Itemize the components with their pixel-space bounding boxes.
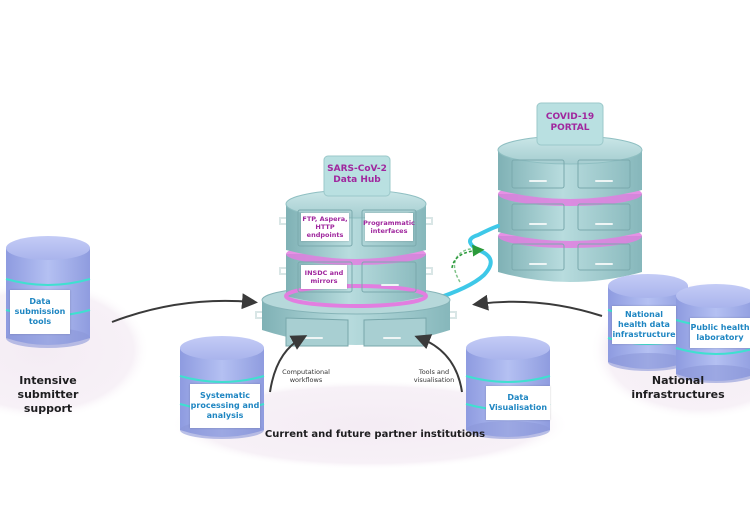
sync-arrow (453, 248, 479, 283)
partner-institutions-caption: Current and future partner institutions (264, 429, 486, 440)
workflows-arrow (269, 335, 308, 393)
portal-sign (536, 102, 604, 146)
sync-arrow-upper (451, 244, 485, 269)
intensive-submitter-caption: Intensive submitter support (17, 374, 79, 415)
computational-workflows-label: Computational workflows (282, 368, 330, 384)
national-infrastructures-caption: National infrastructures (631, 374, 725, 401)
hub-title: SARS-CoV-2 Data Hub (327, 164, 387, 185)
tools-visualisation-label: Tools and visualisation (413, 368, 455, 384)
drawer-ftp-endpoints[interactable]: FTP, Aspera,HTTP endpoints (301, 213, 349, 241)
hub-portal-cable (430, 224, 500, 302)
covid-portal-stack (497, 102, 643, 282)
portal-title: COVID-19 PORTAL (545, 112, 595, 133)
hub-sign (323, 155, 391, 197)
visualisation-arrow (414, 334, 463, 393)
national-to-hub-arrow (472, 294, 603, 317)
submitter-to-hub-arrow (111, 293, 258, 323)
